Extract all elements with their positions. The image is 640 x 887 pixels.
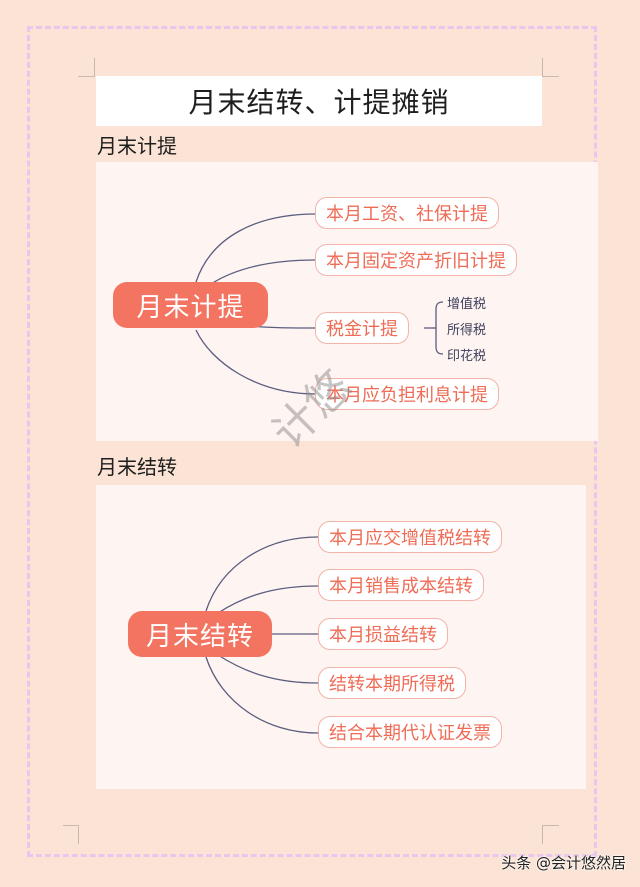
mindmap-accrual: 月末计提 本月工资、社保计提 本月固定资产折旧计提 税金计提 本月应负担利息计提… <box>96 162 598 441</box>
crop-mark-bottom-left <box>63 825 79 844</box>
mindmap-node: 本月应交增值税结转 <box>318 521 502 553</box>
mindmap-node: 本月应负担利息计提 <box>315 378 499 410</box>
page-border-frame <box>27 26 597 857</box>
source-watermark: 头条 @会计悠然居 <box>501 854 626 872</box>
section-heading-accrual: 月末计提 <box>97 134 177 158</box>
crop-mark-top-right <box>542 58 559 77</box>
mindmap-carryover: 月末结转 本月应交增值税结转 本月销售成本结转 本月损益结转 结转本期所得税 结… <box>96 485 586 789</box>
mindmap-root-carryover: 月末结转 <box>128 611 272 657</box>
mindmap-node: 结转本期所得税 <box>318 667 466 699</box>
crop-mark-top-left <box>78 58 95 77</box>
mindmap-leaf: 增值税 <box>447 297 487 312</box>
mindmap-leaf: 印花税 <box>447 349 487 364</box>
mindmap-node: 本月损益结转 <box>318 618 448 650</box>
mindmap-node: 结合本期代认证发票 <box>318 716 502 748</box>
mindmap-node: 本月销售成本结转 <box>318 569 484 601</box>
mindmap-leaf: 所得税 <box>447 323 487 338</box>
document-title: 月末结转、计提摊销 <box>96 76 542 126</box>
crop-mark-bottom-right <box>542 825 559 844</box>
mindmap-node: 税金计提 <box>315 312 409 344</box>
mindmap-root-accrual: 月末计提 <box>113 282 268 328</box>
section-heading-carryover: 月末结转 <box>97 455 177 479</box>
document-title-text: 月末结转、计提摊销 <box>188 86 450 119</box>
mindmap-node: 本月固定资产折旧计提 <box>315 244 517 276</box>
mindmap-node: 本月工资、社保计提 <box>315 197 499 229</box>
